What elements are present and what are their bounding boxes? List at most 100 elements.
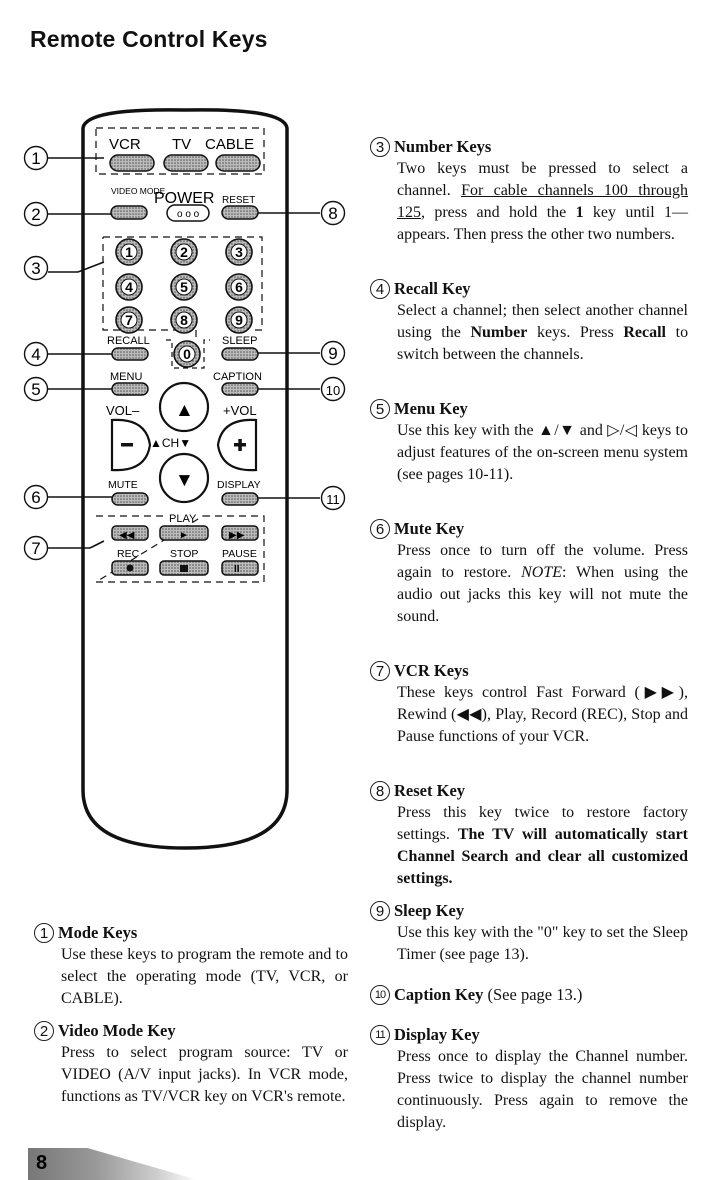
callout-circle-7: [23, 535, 49, 561]
sleep-label: SLEEP: [222, 335, 257, 347]
channel-up-button[interactable]: [158, 381, 210, 433]
section-body: Press to select program source: TV or VI…: [61, 1044, 348, 1105]
digit-key-label: 7: [125, 312, 133, 328]
callout-circle-9: [320, 340, 346, 366]
digit-key-face: [120, 311, 138, 329]
digit-key-face: [175, 311, 193, 329]
video-mode-button[interactable]: [110, 205, 148, 220]
sleep-button[interactable]: [221, 347, 259, 361]
section-body: (See page 13.): [487, 985, 583, 1004]
section-title: Caption Key: [394, 985, 484, 1004]
mode-key-vcr-label: VCR: [109, 136, 141, 153]
play-icon: ►: [179, 530, 189, 541]
section-number: 2: [34, 1021, 54, 1041]
pause-button[interactable]: [221, 560, 259, 576]
section-title: Mute Key: [394, 519, 465, 538]
callout-circle-1: [23, 145, 49, 171]
digit-key-face: [178, 345, 196, 363]
callout-number: 9: [328, 344, 337, 363]
caption-label: CAPTION: [213, 371, 262, 383]
mode-key-vcr[interactable]: [109, 154, 155, 172]
section-number: 3: [370, 137, 390, 157]
callout-circle-2: [23, 201, 49, 227]
digit-key-face: [230, 311, 248, 329]
section-title: Video Mode Key: [58, 1021, 176, 1040]
section-body: Press this key twice to restore factory …: [397, 804, 689, 887]
fast-forward-icon: ▶▶: [229, 530, 245, 541]
section-body: Press once to turn off the volume. Press…: [397, 542, 689, 625]
mode-key-tv[interactable]: [163, 154, 209, 172]
recall-button[interactable]: [111, 347, 149, 361]
callout-circle-4: [23, 341, 49, 367]
section-number: 11: [370, 1025, 390, 1045]
power-button-dots: o o o: [177, 209, 200, 220]
digit-key-label: 1: [125, 244, 133, 260]
callout-circle-3: [23, 255, 49, 281]
callout-number: 11: [326, 492, 340, 507]
callout-circle-5: [23, 376, 49, 402]
section-title: Sleep Key: [394, 901, 465, 920]
rewind-icon: ◀◀: [119, 530, 135, 541]
power-label: POWER: [154, 190, 214, 207]
mode-key-cable[interactable]: [215, 154, 261, 172]
channel-down-button[interactable]: [158, 452, 210, 504]
rewind-button[interactable]: [111, 525, 149, 541]
play-button[interactable]: [159, 525, 209, 541]
section-title: Menu Key: [394, 399, 468, 418]
section-body: Select a channel; then select another ch…: [397, 302, 689, 363]
menu-button[interactable]: [111, 382, 149, 396]
fast-forward-button[interactable]: [221, 525, 259, 541]
section-number: 9: [370, 901, 390, 921]
section-number: 4: [370, 279, 390, 299]
digit-key-label: 2: [180, 244, 188, 260]
vol-plus-label: +VOL: [223, 403, 257, 418]
callout-circle-6: [23, 484, 49, 510]
section-number: 1: [34, 923, 54, 943]
callout-number: 8: [328, 204, 337, 223]
callout-circle-10: [320, 376, 346, 402]
section-number: 6: [370, 519, 390, 539]
mode-key-cable-label: CABLE: [205, 136, 254, 153]
digit-key-face: [230, 243, 248, 261]
channel-up-icon: ▲: [175, 400, 194, 421]
reset-label: RESET: [222, 195, 255, 206]
section-body: Use these keys to program the remote and…: [61, 946, 348, 1007]
volume-up-icon-v: [238, 439, 242, 451]
section-number: 10: [370, 985, 390, 1005]
stop-icon: [180, 565, 188, 572]
caption-button[interactable]: [221, 382, 259, 396]
digit-key-label: 5: [180, 279, 188, 295]
display-button[interactable]: [221, 492, 259, 506]
channel-label: ▲CH▼: [150, 436, 191, 450]
section-body: Use this key with the ▲/▼ and ▷/◁ keys t…: [397, 422, 688, 483]
section-body: Two keys must be pressed to select a cha…: [397, 160, 689, 243]
callout-number: 5: [31, 380, 40, 399]
mute-label: MUTE: [108, 479, 138, 491]
digit-key-face: [175, 243, 193, 261]
section-number: 5: [370, 399, 390, 419]
volume-down-icon: [121, 443, 133, 447]
digit-key-label: 0: [183, 346, 191, 362]
digit-key-face: [120, 278, 138, 296]
pause-label: PAUSE: [222, 548, 257, 560]
digit-key-face: [120, 243, 138, 261]
power-button[interactable]: [166, 204, 210, 222]
reset-button[interactable]: [221, 205, 259, 220]
callout-circle-11: [320, 485, 346, 511]
section-title: Reset Key: [394, 781, 466, 800]
video-mode-label: VIDEO MODE: [111, 186, 166, 196]
section-title: VCR Keys: [394, 661, 469, 680]
rec-icon: [126, 564, 134, 572]
callout-number: 6: [31, 488, 40, 507]
digit-key-label: 3: [235, 244, 243, 260]
section-body: Press once to display the Channel number…: [397, 1048, 688, 1131]
mute-button[interactable]: [111, 492, 149, 506]
